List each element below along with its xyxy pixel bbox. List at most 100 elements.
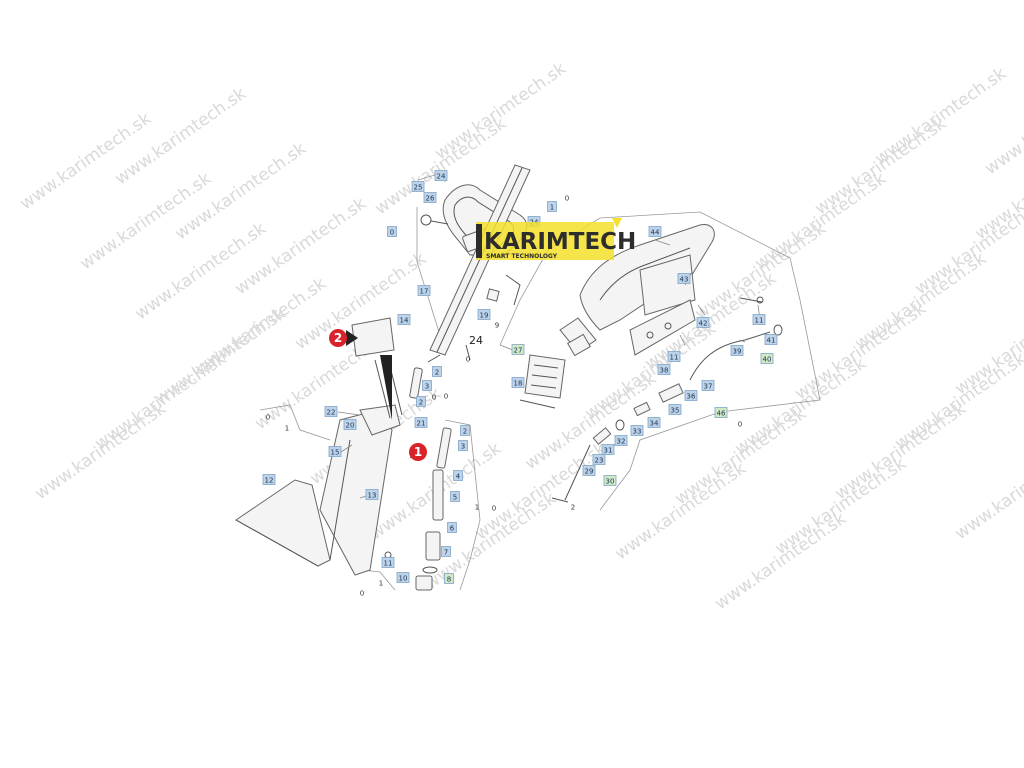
part-number: 4 xyxy=(456,473,461,481)
part-label-box xyxy=(328,446,342,457)
part-number: 11 xyxy=(755,317,764,325)
part-label-box xyxy=(417,285,431,296)
part-number: 2 xyxy=(435,369,439,377)
part-number: 37 xyxy=(704,383,713,391)
part-number: 0 xyxy=(466,356,470,364)
part-label: 24 xyxy=(469,334,483,347)
part-number: 43 xyxy=(680,276,689,284)
part-label: 23 xyxy=(592,454,606,465)
part-number: 9 xyxy=(495,322,499,330)
part-label: 21 xyxy=(414,417,428,428)
part-label-box xyxy=(441,546,451,557)
part-label: 31 xyxy=(601,444,615,455)
logo-wordmark: KARIMTECH xyxy=(484,229,636,255)
part-number: 10 xyxy=(399,575,408,583)
part-label: 15 xyxy=(328,446,342,457)
part-label: 33 xyxy=(630,425,644,436)
part-label: 0 xyxy=(565,195,569,203)
part-number: 29 xyxy=(585,468,594,476)
part-number: 18 xyxy=(514,380,523,388)
part-label: 0 xyxy=(360,590,364,598)
part-label-box xyxy=(701,380,715,391)
part-number: 20 xyxy=(346,422,355,430)
watermark-text: www.karimtech.sk xyxy=(951,439,1024,544)
part-label-box xyxy=(458,440,468,451)
part-label: 19 xyxy=(477,309,491,320)
brand-logo: KARIMTECH SMART TECHNOLOGY xyxy=(476,218,636,260)
part-label: 0 xyxy=(266,414,270,422)
part-number: 5 xyxy=(453,494,457,502)
part-number: 0 xyxy=(565,195,569,203)
part-label: 26 xyxy=(423,192,437,203)
part-number: 46 xyxy=(717,410,726,418)
watermark-text: www.karimtech.sk xyxy=(871,64,1010,169)
part-label: 9 xyxy=(495,322,499,330)
part-number: 2 xyxy=(463,428,467,436)
part-number: 0 xyxy=(492,505,496,513)
marker-2-number: 2 xyxy=(334,331,342,345)
part-label: 11 xyxy=(667,351,681,362)
part-number: 13 xyxy=(368,492,377,500)
part-label-box xyxy=(677,273,691,284)
part-label-box xyxy=(365,489,379,500)
part-label: 17 xyxy=(417,285,431,296)
part-label: 6 xyxy=(447,522,457,533)
part-label-box xyxy=(432,366,442,377)
part-label: 11 xyxy=(381,557,395,568)
marker-2-pointer xyxy=(346,330,358,346)
part-label-box xyxy=(647,417,661,428)
part-label-box xyxy=(447,522,457,533)
part-label-box xyxy=(714,407,728,418)
part-label: 39 xyxy=(730,345,744,356)
part-label: 40 xyxy=(760,353,774,364)
part-label: 1 xyxy=(547,201,557,212)
watermark-text: www.karimtech.sk xyxy=(431,59,570,164)
marker-1-number: 1 xyxy=(414,445,422,459)
part-number: 11 xyxy=(384,560,393,568)
part-label: 4 xyxy=(453,470,463,481)
part-label: 0 xyxy=(444,393,448,401)
part-number: 2 xyxy=(571,504,575,512)
part-label: 35 xyxy=(668,404,682,415)
part-number: 35 xyxy=(671,407,680,415)
part-label: 10 xyxy=(396,572,410,583)
part-label-box xyxy=(696,317,710,328)
part-number: 0 xyxy=(432,394,436,402)
part-label: 34 xyxy=(647,417,661,428)
part-label-box xyxy=(511,377,525,388)
part-number: 21 xyxy=(417,420,426,428)
part-number: 6 xyxy=(450,525,455,533)
part-label: 44 xyxy=(648,226,662,237)
part-number: 15 xyxy=(331,449,340,457)
part-label: 1 xyxy=(475,504,479,512)
logo-tagline: SMART TECHNOLOGY xyxy=(486,253,558,260)
part-label: 2 xyxy=(416,396,426,407)
part-label: 8 xyxy=(444,573,454,584)
part-label: 0 xyxy=(738,421,742,429)
part-number: 24 xyxy=(469,334,483,347)
part-number: 14 xyxy=(400,317,409,325)
part-number: 3 xyxy=(425,383,429,391)
callout-pointer xyxy=(380,355,392,420)
part-number: 0 xyxy=(266,414,270,422)
part-label-box xyxy=(453,470,463,481)
part-label: 29 xyxy=(582,465,596,476)
part-number: 1 xyxy=(379,580,383,588)
part-label-box xyxy=(396,572,410,583)
part-label: 37 xyxy=(701,380,715,391)
marker-2: 2 xyxy=(329,329,347,347)
part-label-box xyxy=(414,417,428,428)
part-number: 1 xyxy=(550,204,554,212)
hose-connector xyxy=(519,354,566,409)
part-label: 36 xyxy=(684,390,698,401)
part-label: 30 xyxy=(603,475,617,486)
part-number: 27 xyxy=(514,347,523,355)
part-label: 12 xyxy=(262,474,276,485)
part-label: 7 xyxy=(441,546,451,557)
part-number: 41 xyxy=(767,337,776,345)
part-label: 38 xyxy=(657,364,671,375)
part-number: 2 xyxy=(419,399,423,407)
part-label: 46 xyxy=(714,407,728,418)
part-label-box xyxy=(752,314,766,325)
